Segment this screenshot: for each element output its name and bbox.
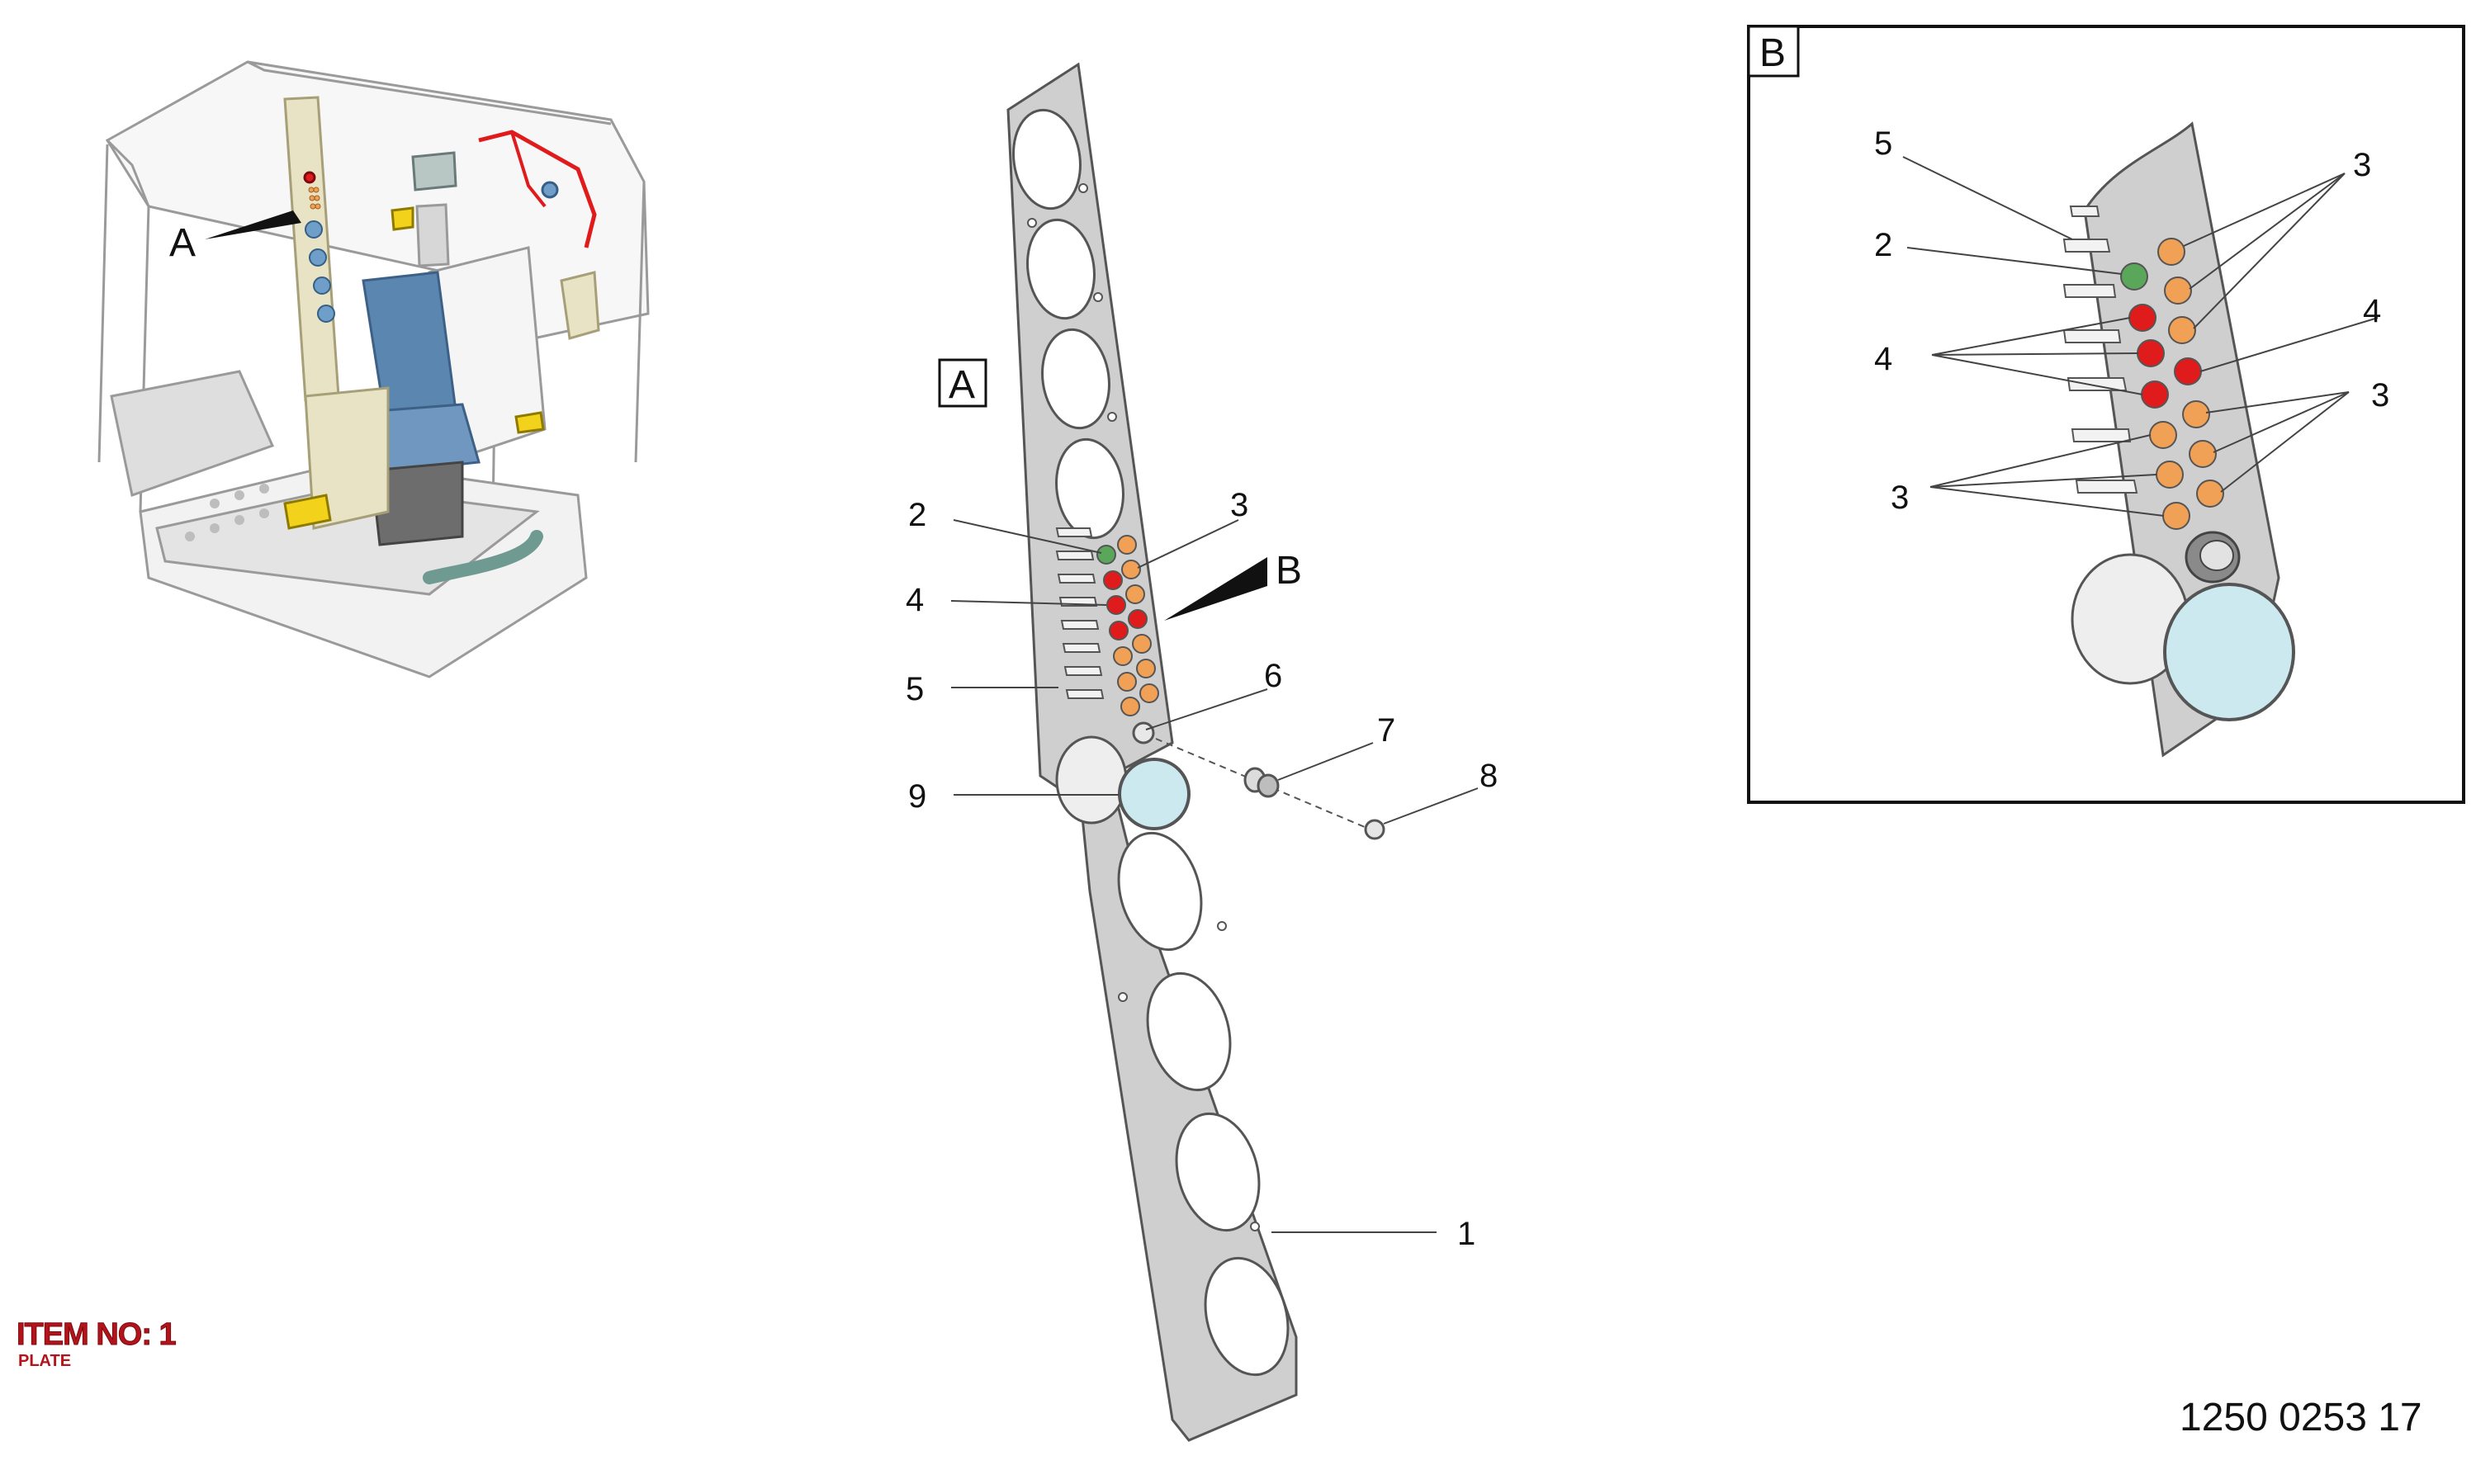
plate-drawing (1006, 62, 1385, 1442)
section-a-box: A (938, 358, 987, 408)
section-b-label: B (1759, 31, 1786, 75)
detail-callout-3-right: 3 (2371, 377, 2389, 414)
cab-overview (97, 60, 650, 678)
view-a-arrow (205, 210, 301, 239)
detail-view-b: B (1747, 25, 2465, 804)
callout-4: 4 (906, 582, 924, 618)
detail-callout-4-left: 4 (1874, 341, 1892, 377)
view-b-marker: B (1276, 549, 1302, 593)
detail-leaders (1902, 156, 2379, 517)
detail-callout-2: 2 (1874, 227, 1892, 263)
detail-callout-5: 5 (1874, 125, 1892, 162)
main-leaders (950, 519, 1479, 1233)
section-a-label: A (949, 363, 975, 407)
callout-7: 7 (1377, 712, 1395, 749)
callout-8: 8 (1479, 758, 1498, 794)
item-name: PLATE (18, 1352, 72, 1370)
view-b-arrow (1164, 557, 1267, 621)
callout-6: 6 (1264, 658, 1282, 694)
callout-5: 5 (906, 671, 924, 707)
detail-callout-4-right: 4 (2363, 293, 2381, 329)
callout-1: 1 (1457, 1216, 1475, 1252)
callout-2: 2 (908, 497, 926, 533)
main-callouts: 1 2 3 4 5 6 7 8 9 (906, 487, 1498, 1252)
document-number: 1250 0253 17 (2180, 1396, 2422, 1439)
detail-callout-3-bottom: 3 (1891, 480, 1909, 516)
detail-callout-3-top: 3 (2353, 147, 2371, 183)
item-number-title: ITEM NO: 1 (17, 1317, 178, 1353)
detail-callouts: 5 2 4 3 3 4 3 (1874, 125, 2389, 516)
view-a-marker: A (169, 221, 196, 265)
callout-9: 9 (908, 778, 926, 815)
callout-3: 3 (1230, 487, 1248, 523)
